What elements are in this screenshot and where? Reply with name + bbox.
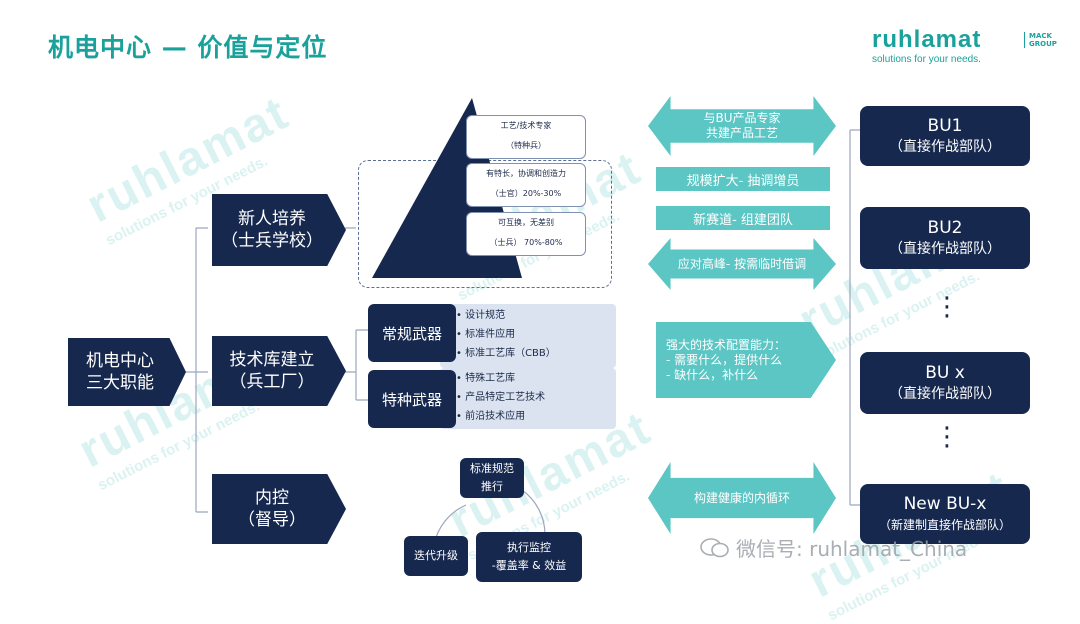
- brand-tagline: solutions for your needs.: [872, 54, 981, 65]
- center-node: 机电中心 三大职能: [68, 338, 186, 406]
- arrow-capability: 强大的技术配置能力： - 需要什么，提供什么 - 缺什么，补什么: [656, 322, 836, 398]
- weapon-special: 特种武器: [368, 370, 456, 428]
- brand-group: MACK GROUP: [1024, 32, 1057, 48]
- pyramid-level-soldier: 可互换，无差别 （士兵） 70%-80%: [466, 212, 586, 256]
- wechat-icon: [700, 537, 730, 559]
- function-talent: 新人培养 （士兵学校）: [212, 194, 346, 266]
- weapon-list-conventional: • 设计规范 • 标准件应用 • 标准工艺库（CBB）: [440, 304, 616, 368]
- bu-box-2: BU2（直接作战部队）: [860, 207, 1030, 269]
- pyramid-level-sergeant: 有特长，协调和创造力 （士官）20%-30%: [466, 163, 586, 207]
- weapon-list-special: • 特殊工艺库 • 产品特定工艺技术 • 前沿技术应用: [440, 368, 616, 429]
- page-title: 机电中心 — 价值与定位: [48, 33, 328, 62]
- cycle-iterate: 迭代升级: [404, 536, 468, 576]
- connector-lines: [185, 129, 860, 546]
- list-item: • 特殊工艺库: [456, 373, 516, 384]
- bu-box-new: New BU-x（新建制直接作战部队）: [860, 484, 1030, 544]
- bar-new-track: 新赛道- 组建团队: [656, 206, 830, 230]
- bu-box-x: BU x（直接作战部队）: [860, 352, 1030, 414]
- list-item: • 设计规范: [456, 310, 506, 321]
- pyramid-level-expert: 工艺/技术专家 （特种兵）: [466, 115, 586, 159]
- wechat-footer: 微信号: ruhlamat_China: [700, 533, 967, 562]
- bar-scale: 规模扩大- 抽调增员: [656, 167, 830, 191]
- dots: ⋮: [934, 292, 960, 322]
- cycle-monitor: 执行监控 -覆盖率 & 效益: [476, 532, 582, 582]
- list-item: • 标准件应用: [456, 329, 516, 340]
- brand-logo: ruhlamat: [872, 26, 982, 53]
- bu-box-1: BU1（直接作战部队）: [860, 106, 1030, 166]
- list-item: • 前沿技术应用: [456, 411, 526, 422]
- function-tech-library: 技术库建立 （兵工厂）: [212, 336, 346, 406]
- dots: ⋮: [934, 422, 960, 452]
- function-control: 内控 （督导）: [212, 474, 346, 544]
- list-item: • 标准工艺库（CBB）: [456, 348, 556, 359]
- list-item: • 产品特定工艺技术: [456, 392, 546, 403]
- weapon-conventional: 常规武器: [368, 304, 456, 362]
- cycle-standard: 标准规范 推行: [460, 458, 524, 498]
